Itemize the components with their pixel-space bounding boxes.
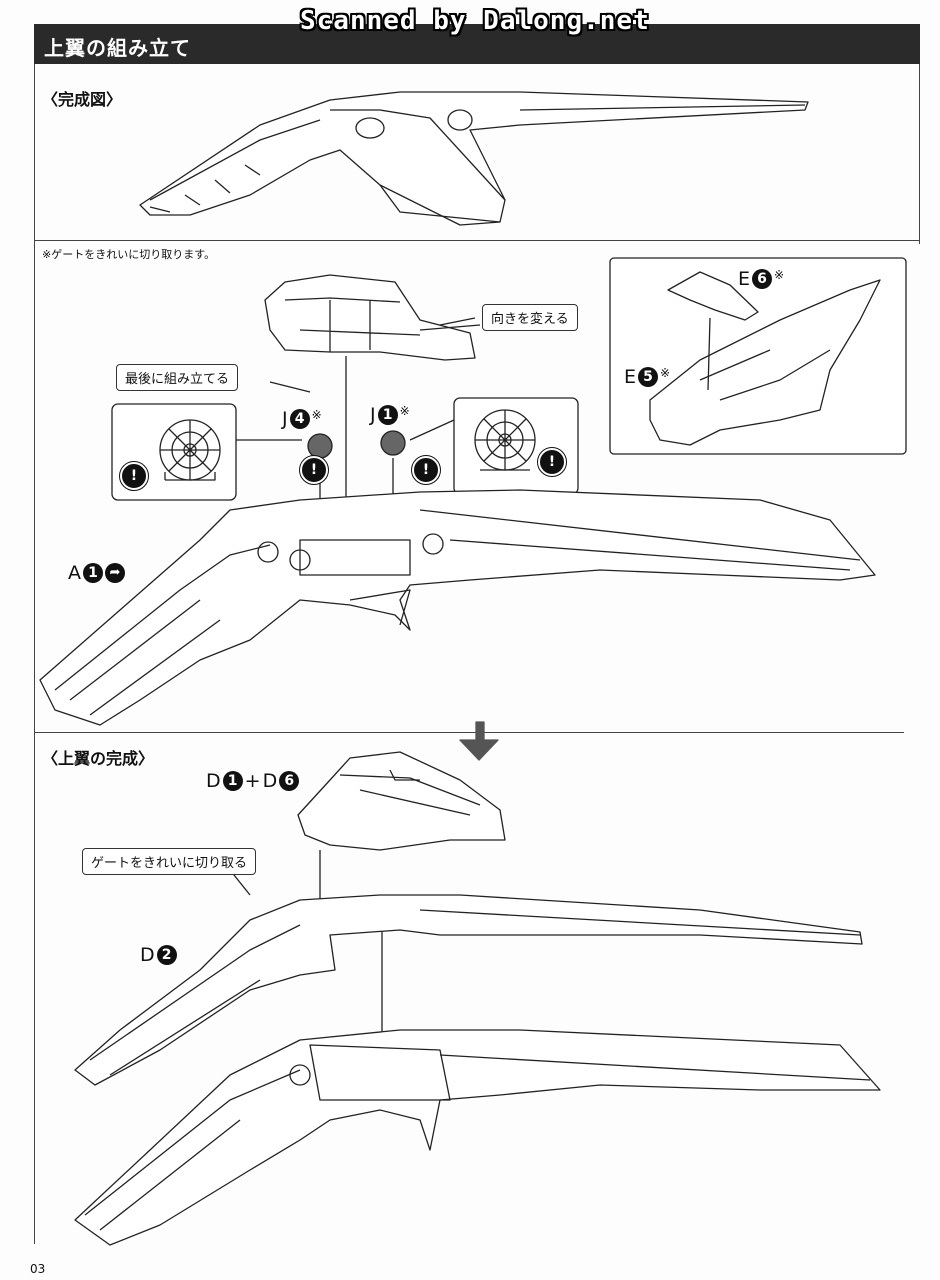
warning-icon: ! — [299, 455, 329, 485]
fan-detail-left — [159, 419, 221, 481]
watermark: Scanned by Dalong.net — [300, 6, 650, 36]
gate-cut-label: ゲートをきれいに切り取る — [82, 848, 257, 875]
e-parts-drawing — [649, 271, 881, 446]
down-arrow-icon — [459, 721, 499, 761]
part-number-badge: 4 — [289, 409, 310, 429]
fan-j1 — [380, 430, 406, 456]
frame-right-top — [919, 64, 920, 244]
part-number-badge: 1 — [377, 405, 398, 425]
finished-wing-title: 〈上翼の完成〉 — [42, 749, 155, 768]
part-number-badge: 1 — [83, 563, 103, 583]
completed-wing-drawing — [139, 91, 809, 226]
divider-middle — [34, 732, 904, 733]
page-title: 上翼の組み立て — [44, 36, 191, 60]
header-bar — [34, 24, 920, 64]
page-number: 03 — [30, 1262, 46, 1276]
warning-icon: ! — [119, 461, 149, 491]
wing-d2-drawing — [74, 894, 863, 1086]
gate-note: ※ゲートをきれいに切り取ります。 — [42, 248, 216, 261]
warning-icon: ! — [411, 455, 441, 485]
detail-leader-right — [409, 419, 455, 441]
warning-icon: ! — [537, 447, 567, 477]
assemble-last-label: 最後に組み立てる — [116, 364, 239, 391]
part-number-badge: 6 — [752, 269, 773, 289]
rotate-label: 向きを変える — [482, 304, 578, 331]
fan-detail-right — [474, 409, 536, 471]
frame-left — [34, 64, 35, 1244]
completed-view-title: 〈完成図〉 — [42, 90, 123, 109]
center-part-drawing — [264, 274, 481, 361]
divider-top — [34, 240, 920, 241]
leader-assemble-last — [269, 381, 311, 393]
leader-rotate — [439, 317, 476, 326]
fan-j4 — [307, 433, 333, 459]
part-number-badge: 6 — [279, 771, 300, 791]
part-number-badge: 1 — [222, 771, 243, 791]
wing-bottom-drawing — [74, 1029, 881, 1246]
part-number-badge: 5 — [638, 367, 659, 387]
sticker-arrow-icon: ➦ — [105, 563, 125, 583]
part-d1-d6-drawing — [297, 751, 506, 851]
wing-a1-drawing — [39, 489, 876, 726]
part-number-badge: 2 — [156, 945, 177, 965]
